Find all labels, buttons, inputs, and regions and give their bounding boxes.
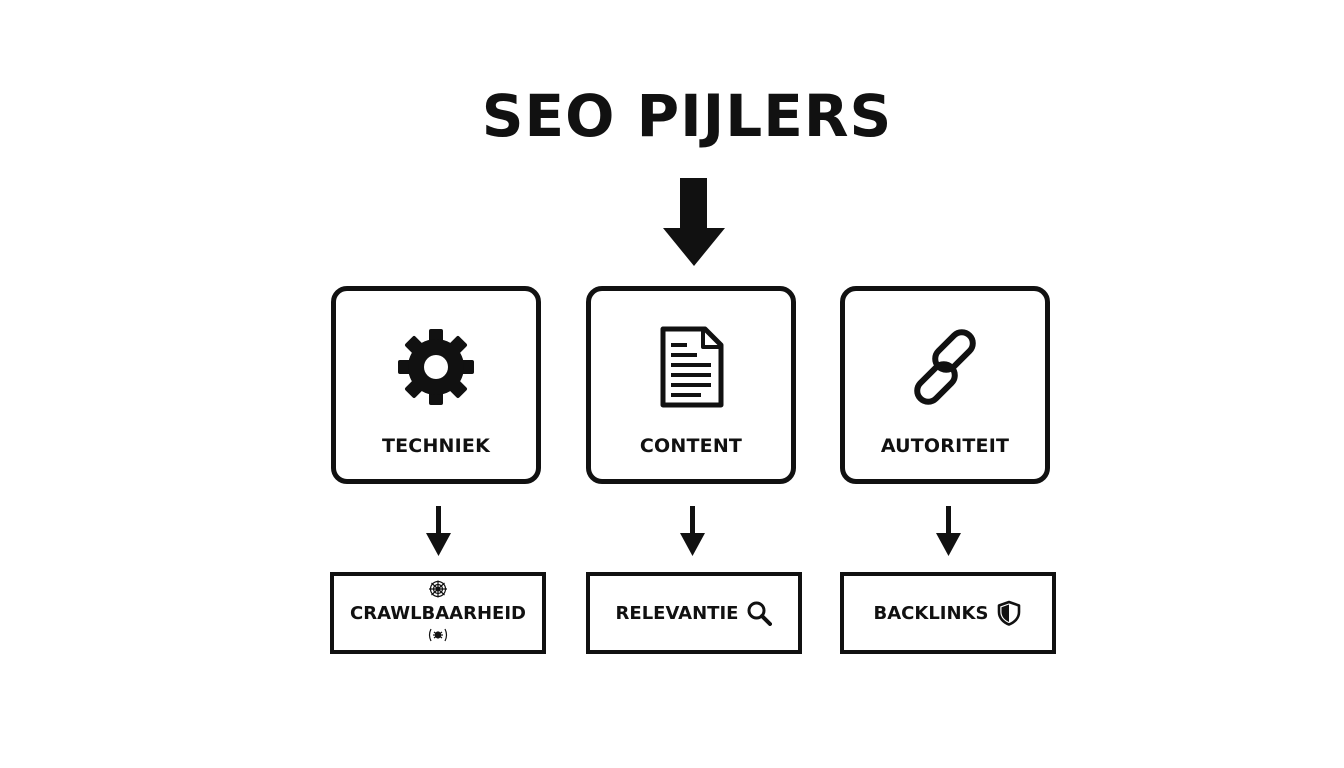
outcome-relevantie: RELEVANTIE bbox=[586, 572, 802, 654]
document-icon bbox=[649, 325, 733, 409]
spider-icon bbox=[427, 626, 449, 644]
pillar-content: CONTENT bbox=[586, 286, 796, 484]
pillar-label: CONTENT bbox=[639, 435, 743, 457]
outcome-backlinks: BACKLINKS bbox=[840, 572, 1056, 654]
magnifier-icon bbox=[746, 600, 773, 626]
main-down-arrow bbox=[663, 178, 725, 266]
spider-web-icon bbox=[427, 580, 449, 598]
diagram-title: SEO PIJLERS bbox=[481, 82, 893, 150]
pillar-autoriteit: AUTORITEIT bbox=[840, 286, 1050, 484]
outcome-crawlbaarheid: CRAWLBAARHEID bbox=[330, 572, 546, 654]
outcome-label: RELEVANTIE bbox=[615, 602, 739, 624]
outcome-label: CRAWLBAARHEID bbox=[350, 602, 526, 624]
gear-icon bbox=[394, 325, 478, 409]
outcome-label: BACKLINKS bbox=[873, 602, 989, 624]
arrow-techniek bbox=[426, 506, 451, 556]
pillar-label: AUTORITEIT bbox=[880, 435, 1010, 457]
chain-link-icon bbox=[903, 325, 987, 409]
pillar-techniek: TECHNIEK bbox=[331, 286, 541, 484]
pillar-label: TECHNIEK bbox=[381, 435, 491, 457]
shield-icon bbox=[996, 600, 1022, 626]
arrow-autoriteit bbox=[936, 506, 961, 556]
arrow-content bbox=[680, 506, 705, 556]
